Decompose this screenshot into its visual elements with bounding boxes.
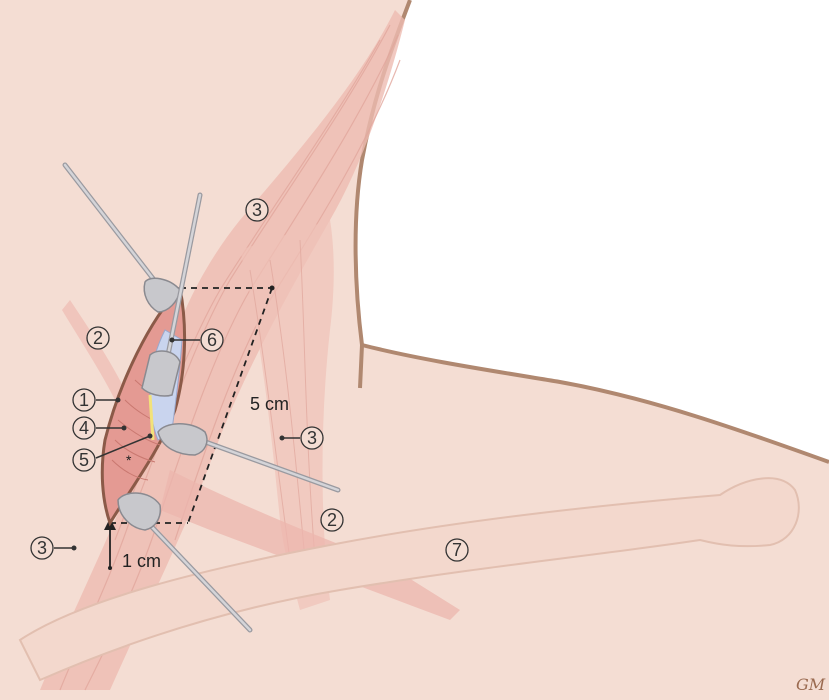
asterisk-marker: *: [126, 452, 132, 468]
svg-text:7: 7: [452, 540, 462, 560]
callout-5: 5: [73, 449, 95, 471]
svg-text:1: 1: [79, 390, 89, 410]
callout-3-right: 3: [301, 427, 323, 449]
callout-2-lower: 2: [321, 509, 343, 531]
svg-text:5: 5: [79, 450, 89, 470]
svg-text:3: 3: [37, 538, 47, 558]
dimension-corner-dot: [270, 286, 275, 291]
svg-text:3: 3: [307, 428, 317, 448]
svg-text:6: 6: [207, 330, 217, 350]
callout-6: 6: [201, 329, 223, 351]
svg-text:2: 2: [327, 510, 337, 530]
callout-3-top: 3: [246, 199, 268, 221]
callout-7: 7: [446, 539, 468, 561]
svg-text:2: 2: [93, 328, 103, 348]
callout-3-lower-left: 3: [31, 537, 53, 559]
dimension-label-1cm: 1 cm: [122, 551, 161, 571]
svg-text:4: 4: [79, 418, 89, 438]
svg-text:3: 3: [252, 200, 262, 220]
callout-4: 4: [73, 417, 95, 439]
artist-signature: GM: [796, 675, 826, 694]
callout-1: 1: [73, 389, 95, 411]
dimension-bottom-dot: [108, 566, 112, 570]
callout-2-left: 2: [87, 327, 109, 349]
dimension-label-5cm: 5 cm: [250, 394, 289, 414]
